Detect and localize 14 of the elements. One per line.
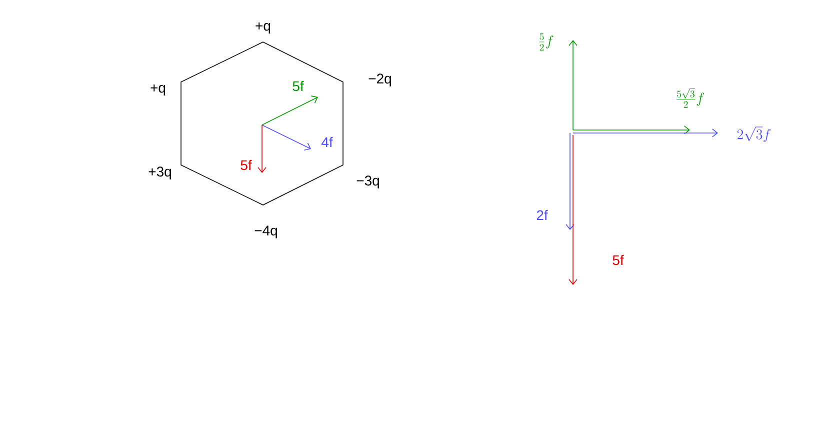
force-label: 5f	[612, 254, 624, 266]
force-label: $2\sqrt{3}f$	[737, 126, 771, 142]
charge-label: +3q	[148, 166, 171, 180]
force-label: 4f	[321, 136, 333, 148]
force-label: $\frac{5}{2}f$	[539, 33, 554, 51]
charge-label: +q	[150, 84, 166, 96]
charge-label: −2q	[368, 74, 391, 86]
charge-label: +q	[256, 22, 270, 34]
charge-label: −4q	[254, 226, 277, 238]
charge-label: −3q	[356, 176, 379, 188]
force-label: $\frac{5\sqrt{3}}{2}f$	[676, 88, 704, 108]
force-label: 5f	[292, 80, 304, 92]
force-label: 5f	[240, 160, 252, 170]
force-label: 2f	[536, 210, 548, 220]
